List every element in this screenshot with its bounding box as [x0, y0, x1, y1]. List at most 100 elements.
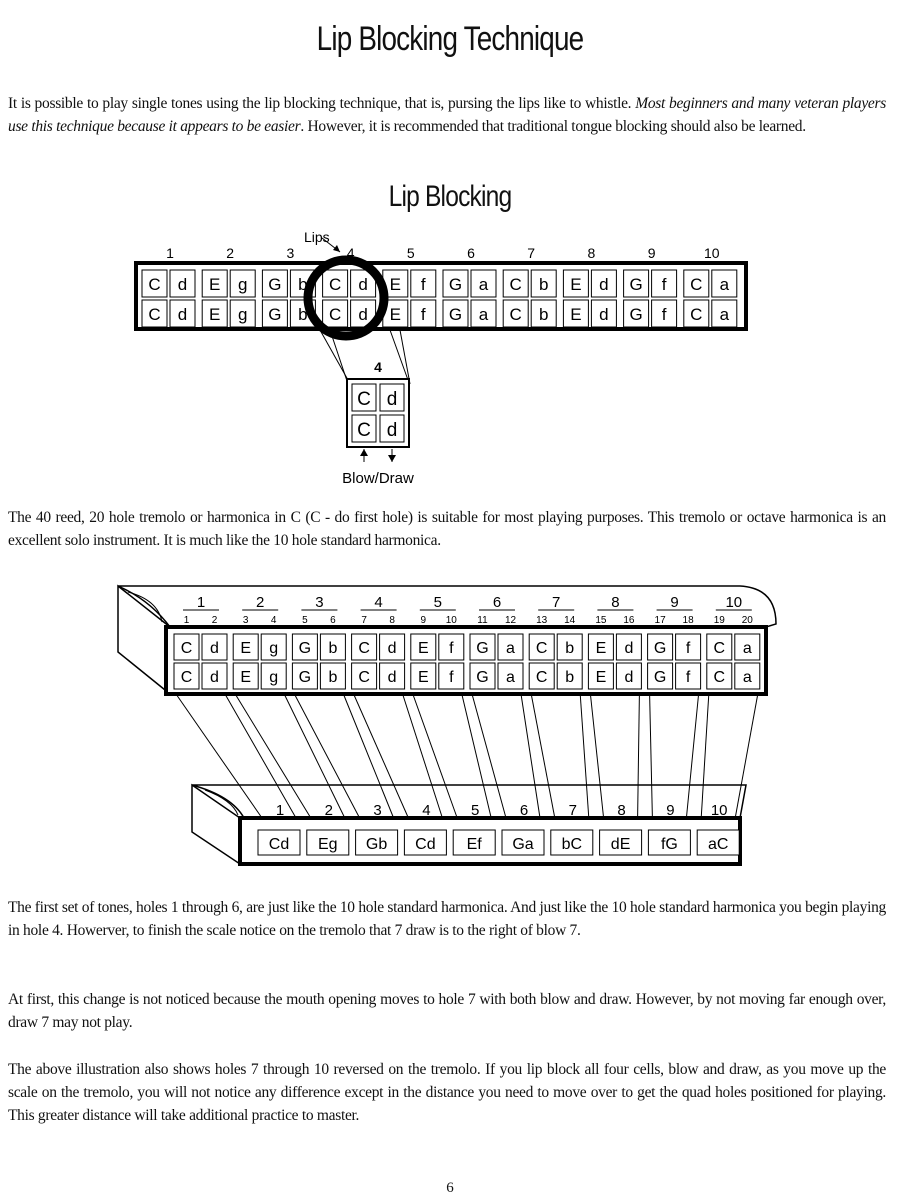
- tremolo-note-cell: [647, 662, 674, 690]
- change-paragraph: At first, this change is not noticed bec…: [8, 991, 886, 1031]
- hole-number: 3: [287, 245, 295, 261]
- tremolo-note-cell: [528, 662, 555, 690]
- tremolo-note-cell: [556, 633, 583, 661]
- tremolo-note-label: a: [743, 640, 752, 657]
- connector-line: [389, 329, 409, 381]
- note-label: f: [421, 305, 426, 324]
- tremolo-note-label: g: [269, 669, 278, 686]
- note-cell: [683, 269, 710, 298]
- note-cell: [470, 269, 497, 298]
- note-label: a: [479, 275, 489, 294]
- mapping-line: [685, 693, 700, 819]
- tremolo-note-label: f: [686, 669, 691, 686]
- note-cell: [322, 299, 349, 328]
- octave-note-cell: [647, 829, 691, 856]
- note-cell: [141, 269, 168, 298]
- hole-sub-number: 1: [184, 615, 190, 626]
- tremolo-note-label: E: [596, 669, 607, 686]
- note-label: d: [599, 275, 608, 294]
- hole-sub-number: 20: [742, 615, 754, 626]
- detail-note-label: C: [357, 420, 371, 441]
- octave-hole-number: 1: [276, 802, 284, 819]
- note-cell: [169, 269, 196, 298]
- octave-note-label: Ga: [512, 836, 533, 853]
- tremolo-note-label: d: [388, 640, 397, 657]
- tremolo-note-cell: [587, 633, 614, 661]
- page-title: Lip Blocking Technique: [316, 20, 584, 58]
- tremolo-note-label: G: [299, 669, 311, 686]
- octave-note-label: Eg: [318, 836, 338, 853]
- tremolo-note-label: b: [565, 669, 574, 686]
- tremolo-note-cell: [260, 662, 287, 690]
- tremolo-note-label: E: [240, 640, 251, 657]
- octave-hole-number: 5: [471, 802, 479, 819]
- tremolo-note-label: C: [358, 640, 370, 657]
- note-label: d: [599, 305, 608, 324]
- mapping-line: [283, 693, 346, 819]
- note-cell: [410, 299, 437, 328]
- mapping-line: [293, 693, 361, 819]
- note-label: G: [449, 305, 462, 324]
- note-label: b: [539, 275, 548, 294]
- tremolo-note-label: d: [210, 669, 219, 686]
- tremolo-note-cell: [587, 662, 614, 690]
- tremolo-note-cell: [410, 662, 437, 690]
- tremolo-note-label: a: [743, 669, 752, 686]
- note-label: E: [570, 305, 581, 324]
- octave-note-label: Gb: [366, 836, 387, 853]
- note-cell: [530, 299, 557, 328]
- octave-note-label: bC: [562, 836, 582, 853]
- tremolo-note-cell: [528, 633, 555, 661]
- tremolo-note-label: a: [506, 640, 515, 657]
- intro-text-2: . However, it is recommended that tradit…: [300, 118, 806, 135]
- tremolo-note-label: d: [388, 669, 397, 686]
- mapping-line: [649, 693, 653, 819]
- note-cell: [442, 269, 469, 298]
- note-cell: [711, 269, 738, 298]
- note-label: E: [209, 305, 220, 324]
- blow-draw-label: Blow/Draw: [342, 470, 414, 487]
- note-label: C: [329, 305, 341, 324]
- octave-hole-number: 6: [520, 802, 528, 819]
- note-cell: [201, 269, 228, 298]
- note-label: C: [510, 305, 522, 324]
- hole-pair-number: 10: [725, 594, 742, 611]
- hole-pair-number: 1: [197, 594, 205, 611]
- octave-note-cell: [452, 829, 496, 856]
- note-label: G: [449, 275, 462, 294]
- tremolo-note-label: f: [686, 640, 691, 657]
- tremolo-note-cell: [706, 633, 733, 661]
- tremolo-note-cell: [734, 633, 761, 661]
- note-label: d: [358, 275, 367, 294]
- tremolo-note-label: E: [418, 669, 429, 686]
- hole-sub-number: 11: [477, 615, 488, 626]
- octave-note-cell: [257, 829, 301, 856]
- note-cell: [623, 299, 650, 328]
- tremolo-note-label: E: [418, 640, 429, 657]
- note-label: E: [570, 275, 581, 294]
- hole-sub-number: 15: [595, 615, 607, 626]
- tremolo-note-cell: [201, 633, 228, 661]
- note-label: G: [268, 305, 281, 324]
- tremolo-note-label: E: [240, 669, 251, 686]
- mapping-line: [175, 693, 263, 819]
- note-cell: [683, 299, 710, 328]
- tremolo-note-label: G: [476, 640, 488, 657]
- note-label: f: [421, 275, 426, 294]
- lips-label: Lips: [304, 229, 330, 245]
- note-cell: [562, 269, 589, 298]
- tremolo-note-label: g: [269, 640, 278, 657]
- hole-sub-number: 6: [330, 615, 336, 626]
- hole-pair-number: 4: [374, 594, 382, 611]
- tremolo-note-cell: [291, 633, 318, 661]
- note-label: C: [329, 275, 341, 294]
- tremolo-note-label: C: [181, 669, 193, 686]
- tremolo-note-cell: [675, 662, 702, 690]
- hole-sub-number: 10: [446, 615, 458, 626]
- tremolo-note-cell: [260, 633, 287, 661]
- tremolo-note-cell: [615, 633, 642, 661]
- note-cell: [590, 299, 617, 328]
- note-cell: [502, 269, 529, 298]
- note-label: a: [720, 275, 730, 294]
- hole-sub-number: 3: [243, 615, 249, 626]
